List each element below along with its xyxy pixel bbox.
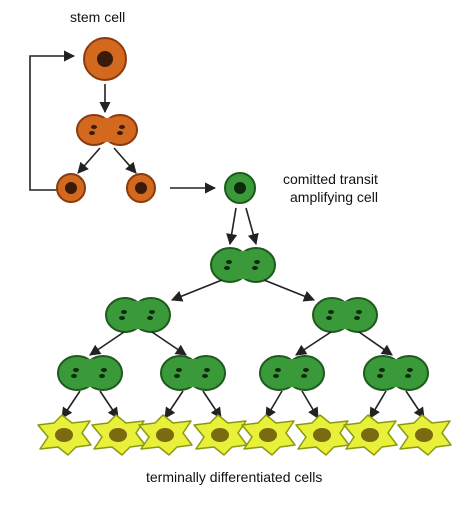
lineage-arrow [170,279,223,302]
dividing-transit-cell [363,355,429,391]
lineage-arrow [202,390,222,419]
differentiated-cell [37,414,92,456]
terminal-cells-label: terminally differentiated cells [146,469,322,485]
lineage-arrow [265,390,283,419]
dividing-transit-cell [210,247,276,283]
differentiated-cell [241,414,296,456]
dividing-transit-cell [160,355,226,391]
daughter-stem-cell-right [126,173,156,203]
transit-arrow-right [245,207,259,246]
lineage-arrow [369,390,387,419]
self-renewal-arrow [29,50,76,191]
differentiated-cell [295,414,350,456]
stem-cell [83,37,127,81]
lineage-arrow [263,279,316,302]
dividing-transit-cells [57,247,429,391]
differentiated-cell [193,414,248,456]
terminally-differentiated-cells [37,414,452,456]
stem-split-arrow-left [77,147,101,174]
transit-cell-label-line1: comitted transit [283,171,378,187]
lineage-arrow [99,390,119,419]
lineage-arrow [164,390,184,419]
lineage-arrow [295,331,332,356]
lineage-arrow [151,331,187,356]
differentiated-cell [397,414,452,456]
lineage-arrow [301,390,319,419]
differentiated-cell [91,414,146,456]
transit-arrow-left [226,207,238,246]
differentiated-cell [138,414,193,456]
daughter-stem-cell-left [56,173,86,203]
lineage-arrow [405,390,425,419]
lineage-arrows [61,279,425,419]
dividing-transit-cell [259,355,325,391]
lineage-arrow [61,390,81,419]
stem-cell-label: stem cell [70,9,125,25]
lineage-arrow [89,331,125,356]
transit-cell-label-line2: amplifying cell [290,189,378,205]
dividing-stem-cell [76,114,138,146]
dividing-transit-cell [57,355,123,391]
dividing-transit-cell [105,297,171,333]
lineage-arrow [358,331,393,356]
dividing-transit-cell [312,297,378,333]
transit-amplifying-cell [224,172,256,204]
differentiated-cell [343,414,398,456]
stem-split-arrow-right [113,147,137,174]
